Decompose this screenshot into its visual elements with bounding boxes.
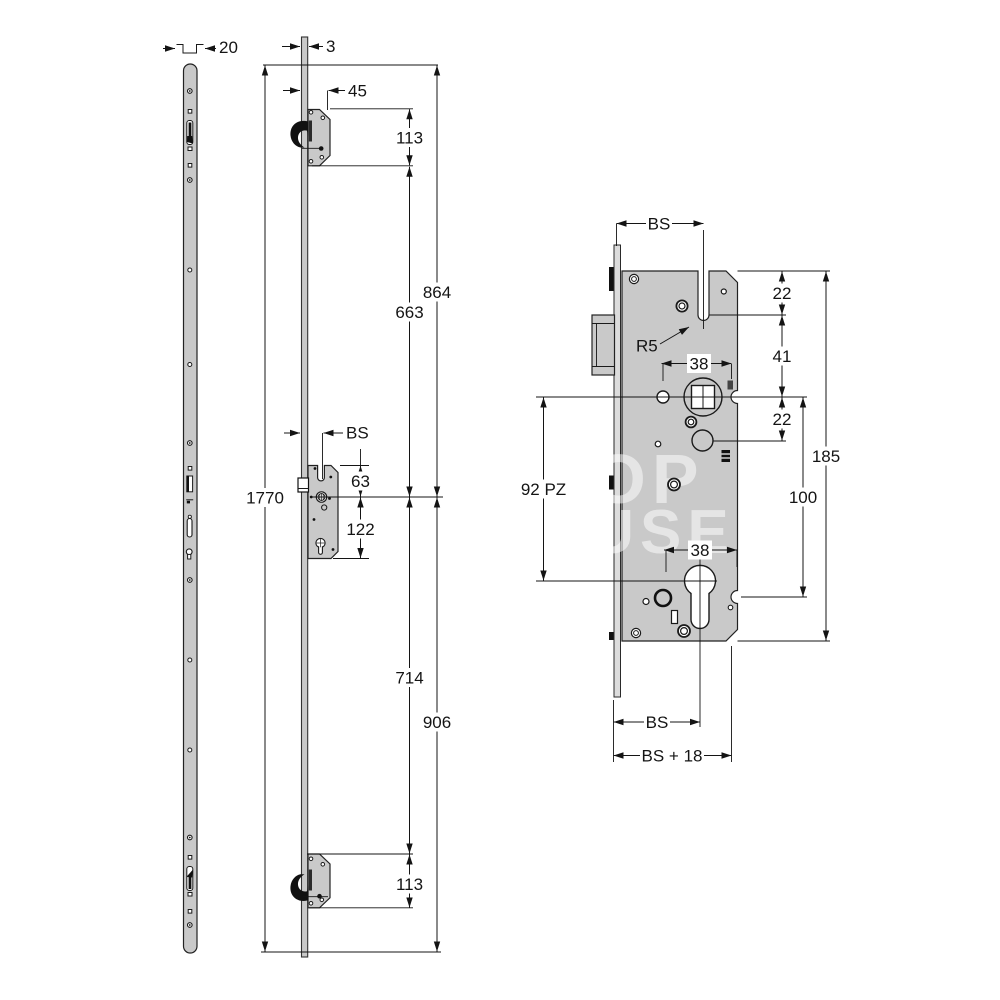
dim-label-r5: R5	[636, 337, 658, 356]
dim-label-906: 906	[423, 713, 451, 732]
dim-profile-width: 20	[163, 38, 238, 57]
u-profile-glyph	[176, 44, 204, 54]
faceplate-tab	[609, 475, 614, 490]
dim-top-hook-backset: 45	[283, 82, 367, 110]
latch-bolt	[591, 314, 616, 376]
dim-hook-to-spindle: 663	[394, 166, 425, 497]
dim-label-113-bottom: 113	[396, 875, 423, 894]
dim-label-63: 63	[351, 472, 370, 491]
dim-top-hole-spacing: 38	[661, 354, 732, 381]
faceplate-strip-front	[300, 36, 309, 958]
front-view: 3 45 113 663 864 1	[244, 36, 453, 958]
dim-backset-gearbox-top: BS	[616, 214, 704, 234]
hole-below-spindle	[691, 429, 714, 452]
dim-label-92pz: 92 PZ	[521, 480, 566, 499]
hook-bolt-top-icon	[290, 120, 309, 148]
dim-label-22-top: 22	[773, 284, 792, 303]
dim-top-to-slot: 22	[771, 271, 793, 315]
dim-label-22-spindle: 22	[773, 410, 792, 429]
faceplate-tab	[609, 267, 614, 291]
dim-label-38-top: 38	[690, 355, 709, 374]
side-strip-centre-features	[185, 440, 194, 583]
latch-bolt-small	[297, 477, 310, 493]
dim-label-3: 3	[326, 37, 335, 56]
fixing-hole	[187, 747, 193, 753]
dim-bottom-hook-height: 113	[394, 854, 425, 908]
dim-case-top-to-spindle: 63	[349, 449, 372, 497]
dim-top-to-spindle: 864	[421, 65, 453, 497]
dim-spindle-to-lower-notch: 100	[787, 397, 819, 597]
dim-label-113-top: 113	[396, 129, 423, 148]
side-strip-bottom-features	[186, 834, 194, 928]
dim-slot-radius: R5	[636, 326, 690, 356]
dim-label-bs-plus-18: BS + 18	[642, 747, 703, 766]
dim-backset-front: BS	[284, 424, 369, 479]
dim-plate-thickness: 3	[282, 37, 335, 56]
faceplate-tab	[609, 632, 614, 640]
gearbox-detail-view: OP USE	[517, 214, 842, 766]
dim-label-41: 41	[773, 347, 792, 366]
watermark: OP USE	[589, 440, 734, 567]
side-strip-top-features	[186, 88, 194, 183]
hook-case-top	[290, 108, 331, 167]
side-view: 20	[163, 38, 238, 954]
dim-label-1770: 1770	[246, 489, 284, 508]
hook-bolt-bottom-icon	[290, 874, 309, 901]
dim-top-hook-height: 113	[394, 109, 425, 166]
dim-spindle-to-cylinder: 92 PZ	[517, 397, 570, 581]
dim-spindle-to-bottom: 906	[421, 497, 453, 952]
dim-case-depth: BS + 18	[613, 746, 732, 766]
edge-tab	[727, 380, 733, 390]
slot-opening	[186, 517, 193, 538]
dim-label-bs-bottom: BS	[646, 713, 669, 732]
dim-slot-to-spindle: 41	[771, 315, 793, 397]
fixing-hole	[187, 362, 193, 367]
dim-backset-gearbox-bottom: BS	[613, 712, 700, 732]
dim-label-100: 100	[789, 488, 817, 507]
watermark-line2: USE	[589, 498, 734, 567]
cylinder-opening-side	[185, 548, 193, 556]
dim-label-122: 122	[346, 520, 374, 539]
dim-overall-length: 1770	[244, 65, 286, 952]
stack-glyph-icon	[721, 450, 730, 462]
fixing-hole	[187, 657, 193, 663]
dim-label-20: 20	[219, 38, 238, 57]
dim-case-height: 185	[810, 271, 842, 641]
hook-case-bottom	[290, 853, 331, 909]
watermark-line1: OP	[591, 440, 704, 518]
fixing-hole-lower	[653, 588, 673, 608]
dim-label-bs-front: BS	[346, 424, 369, 443]
fixing-hole	[187, 267, 193, 273]
dim-label-864: 864	[423, 283, 451, 302]
faceplate-strip-side	[182, 63, 198, 954]
dim-spindle-to-bottom-hook: 714	[394, 497, 425, 854]
dim-label-714: 714	[395, 669, 423, 688]
dim-label-185: 185	[812, 447, 840, 466]
dim-label-bs-top: BS	[648, 215, 671, 234]
dim-label-38-bottom: 38	[691, 541, 710, 560]
faceplate-gearbox	[613, 244, 621, 698]
dim-label-663: 663	[395, 303, 423, 322]
hook-tip-bottom-icon	[188, 875, 192, 889]
dim-label-45: 45	[348, 82, 367, 101]
dim-spindle-to-case-bottom: 122	[345, 497, 376, 558]
dim-bottom-hole-spacing: 38	[664, 540, 738, 572]
dim-spindle-to-hole: 22	[771, 397, 793, 441]
hook-tip-top-icon	[188, 122, 192, 138]
